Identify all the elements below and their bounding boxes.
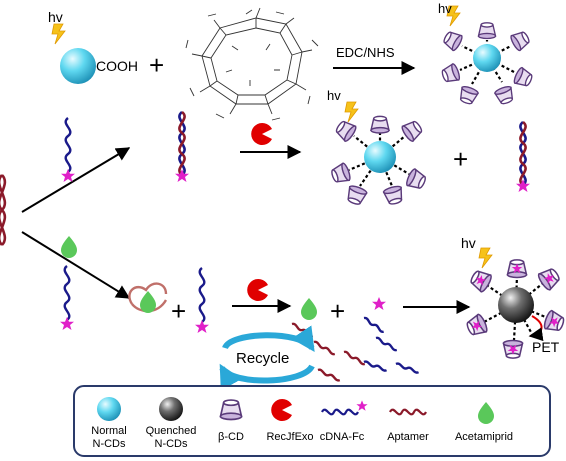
recycle-label: Recycle [236,350,289,367]
cdna-fc-strand-2 [60,264,74,330]
svg-text:Acetamiprid: Acetamiprid [455,431,513,443]
plus-sign: + [149,50,164,80]
legend-box [73,385,551,457]
released-fc [372,297,386,310]
cooh-label: COOH [96,58,138,74]
legend-aptamer: Aptamer [387,408,429,443]
cdna-fc-strand-1 [61,116,75,182]
legend-cdna-fc: cDNA-Fc [320,400,368,443]
svg-text:RecJfExo: RecJfExo [266,431,313,443]
cd-modified-ncd-top: hv [438,1,535,107]
svg-text:hv: hv [438,1,452,16]
dsdna-left [0,174,7,246]
arrow-up-branch [21,147,131,213]
quenched-ncd-complex: hv [461,235,566,358]
legend-acetamiprid: Acetamiprid [455,402,513,443]
normal-ncd-sphere [60,48,96,84]
plus-sign-3: + [171,296,186,326]
plus-sign-2: + [453,144,468,174]
edc-nhs-label: EDC/NHS [336,45,395,60]
recycle-loop [219,325,315,391]
cd-modified-ncd-middle: hv [327,88,429,207]
recjfexo-enzyme-2 [247,279,268,301]
svg-text:cDNA-Fc: cDNA-Fc [320,431,365,443]
cdna-aptamer-duplex [175,110,189,182]
lightning-icon [51,23,66,45]
svg-text:hv: hv [461,235,476,251]
svg-text:N-CDs: N-CDs [155,438,188,450]
svg-text:Aptamer: Aptamer [387,431,429,443]
svg-text:Quenched: Quenched [146,425,197,437]
plus-sign-4: + [330,296,345,326]
svg-text:N-CDs: N-CDs [93,438,126,450]
legend-quenched-ncds: Quenched N-CDs [146,397,197,450]
released-acetamiprid [301,298,317,320]
hv-label: hv [48,9,63,25]
arrow-down-branch [21,231,131,299]
svg-text:hv: hv [327,88,341,103]
cdna-fc-strand-3 [195,266,209,333]
svg-text:β-CD: β-CD [218,431,244,443]
legend-recjfexo: RecJfExo [266,399,314,443]
legend-beta-cd: β-CD [218,399,244,443]
pet-label: PET [532,339,560,355]
acetamiprid-drop [61,236,77,258]
aptamer-target-complex [128,282,168,313]
recjfexo-enzyme [251,123,272,145]
cdna-aptamer-duplex-2 [516,120,530,192]
svg-text:Normal: Normal [91,425,126,437]
legend-normal-ncds: Normal N-CDs [91,397,127,450]
beta-cyclodextrin-structure [185,7,319,121]
